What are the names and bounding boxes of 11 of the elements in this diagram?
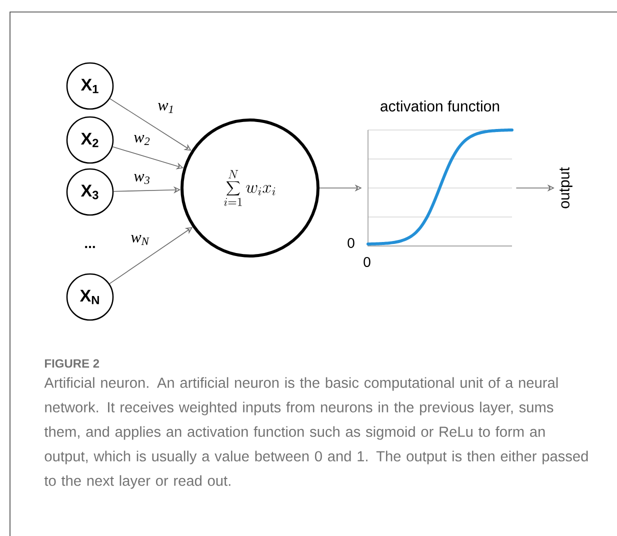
chart-title: activation function xyxy=(380,100,500,112)
dots: ... xyxy=(85,246,95,248)
figure-label: FIGURE 2 xyxy=(45,359,100,368)
caption: Artificial neuron. An artificial neuron is the basic computational unit of a neural network. It receives weighted inputs from neurons in the previous layer, sums them, and applies an activation function such as sigmoid or ReLu to form an output, which is usually a value between 0 and 1. The output is then either passed to the next layer or read out. xyxy=(44,377,588,489)
output-label: output xyxy=(560,167,572,208)
edge-label: w$_{3}$ xyxy=(134,174,150,184)
edge-label: w$_{2}$ xyxy=(134,135,150,145)
axis-label: 0 xyxy=(348,238,354,248)
axis-label: 0 xyxy=(364,257,370,267)
edge-label: w$_{N}$ xyxy=(131,235,150,245)
edge-label: w$_{1}$ xyxy=(158,103,173,113)
